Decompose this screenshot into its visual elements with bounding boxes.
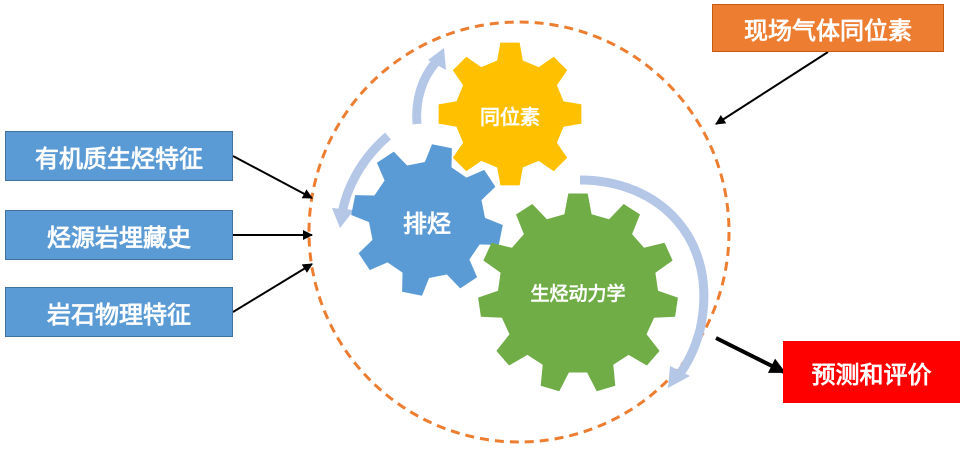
arrow-circle-to-prediction [715, 336, 786, 374]
arrow-organic-to-circle [232, 155, 313, 199]
gear-kinetics: 生烃动力学 [478, 193, 678, 392]
system-boundary-circle [307, 20, 731, 444]
prediction-evaluation-box: 预测和评价 [783, 341, 960, 403]
cycle-arrow-left [337, 132, 391, 215]
cycle-arrow-right [579, 175, 709, 379]
arrow-rock-to-circle [232, 263, 313, 313]
gear-expulsion-label: 排烃 [403, 210, 451, 238]
input-rock-physics: 岩石物理特征 [5, 287, 233, 337]
gear-kinetics-label: 生烃动力学 [530, 282, 625, 305]
arrow-isotope-to-circle [715, 51, 829, 125]
input-organic-matter-label: 有机质生烃特征 [35, 144, 203, 173]
input-burial-history: 烃源岩埋藏史 [5, 210, 233, 260]
input-burial-history-label: 烃源岩埋藏史 [47, 223, 191, 252]
input-organic-matter: 有机质生烃特征 [5, 131, 233, 181]
cycle-arrows [332, 48, 709, 388]
connectors [232, 51, 829, 374]
input-rock-physics-label: 岩石物理特征 [47, 300, 191, 329]
cycle-arrow-left-head [332, 208, 354, 228]
gear-expulsion: 排烃 [351, 144, 503, 296]
prediction-evaluation-label: 预测和评价 [811, 360, 932, 389]
gear-isotope: 同位素 [438, 42, 582, 186]
cycle-arrow-right-head [668, 366, 690, 388]
cycle-arrow-top-head [428, 48, 446, 70]
cycle-arrow-top [412, 59, 440, 125]
gear-isotope-shape [438, 42, 582, 186]
gear-expulsion-shape [351, 144, 503, 296]
gear-isotope-label: 同位素 [480, 105, 540, 129]
gear-kinetics-shape [478, 193, 678, 392]
field-gas-isotope-label: 现场气体同位素 [744, 16, 912, 45]
field-gas-isotope-box: 现场气体同位素 [712, 4, 944, 52]
